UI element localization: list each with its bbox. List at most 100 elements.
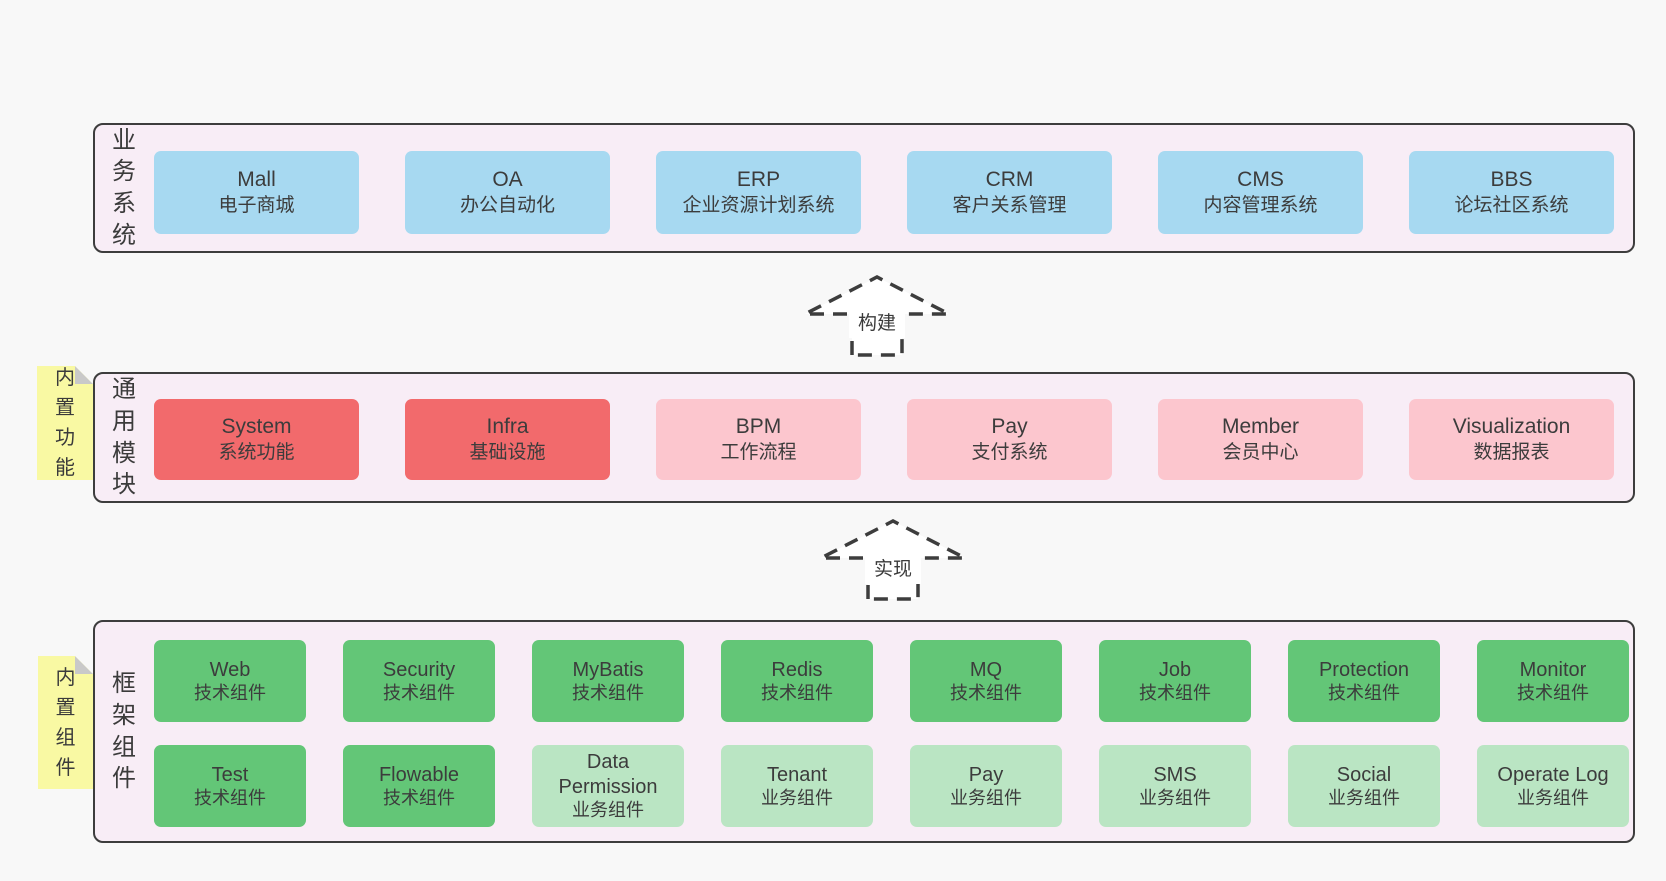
box-title: Pay [991,414,1028,438]
box-title: ERP [736,167,781,191]
business-systems-panel: 业务系统 Mall 电子商城 OA 办公自动化 ERP 企业资源计划系统 CRM… [93,123,1635,253]
box-title: Mall [237,167,276,191]
box-bpm: BPM 工作流程 [656,399,861,480]
box-subtitle: 业务组件 [1328,787,1400,808]
box-title: Social [1336,763,1392,786]
box-subtitle: 技术组件 [383,682,455,703]
business-systems-row: Mall 电子商城 OA 办公自动化 ERP 企业资源计划系统 CRM 客户关系… [154,151,1614,234]
box-title: Job [1158,658,1192,681]
box-mall: Mall 电子商城 [154,151,359,234]
box-title: BBS [1490,167,1533,191]
box-title: Protection [1318,658,1410,681]
box-operate-log: Operate Log 业务组件 [1477,745,1629,827]
common-modules-row: System 系统功能 Infra 基础设施 BPM 工作流程 Pay 支付系统… [154,399,1614,480]
box-subtitle: 论坛社区系统 [1454,194,1569,216]
box-monitor: Monitor 技术组件 [1477,640,1629,722]
box-title: Security [382,658,456,681]
box-title: Web [209,658,251,681]
common-modules-panel: 通用模块 System 系统功能 Infra 基础设施 BPM 工作流程 Pay… [93,372,1635,503]
box-title: OA [492,167,523,191]
box-subtitle: 技术组件 [572,682,644,703]
box-title: Infra [486,414,529,438]
box-title: Test [211,763,249,786]
business-systems-label: 业务系统 [112,126,136,249]
box-subtitle: 技术组件 [761,682,833,703]
box-visualization: Visualization 数据报表 [1409,399,1614,480]
box-test: Test 技术组件 [154,745,306,827]
box-web: Web 技术组件 [154,640,306,722]
box-pay-component: Pay 业务组件 [910,745,1062,827]
box-subtitle: 客户关系管理 [952,194,1067,216]
box-security: Security 技术组件 [343,640,495,722]
box-protection: Protection 技术组件 [1288,640,1440,722]
box-infra: Infra 基础设施 [405,399,610,480]
box-social: Social 业务组件 [1288,745,1440,827]
box-mybatis: MyBatis 技术组件 [532,640,684,722]
built-in-functions-sticky: 内置功能 [37,366,93,480]
box-title: SMS [1153,763,1197,786]
folded-corner-icon [75,366,93,384]
box-flowable: Flowable 技术组件 [343,745,495,827]
arrow-label-bg [849,306,905,338]
tech-components-row: Web 技术组件 Security 技术组件 MyBatis 技术组件 Redi… [154,640,1629,722]
box-tenant: Tenant 业务组件 [721,745,873,827]
box-title: CMS [1237,167,1284,191]
box-redis: Redis 技术组件 [721,640,873,722]
box-title: BPM [735,414,782,438]
implement-arrow-icon: 实现 [820,519,966,601]
box-subtitle: 会员中心 [1222,441,1299,463]
build-arrow-label: 构建 [858,312,896,334]
box-subtitle: 工作流程 [720,441,797,463]
box-title: CRM [985,167,1034,191]
box-crm: CRM 客户关系管理 [907,151,1112,234]
common-modules-label: 通用模块 [112,376,136,499]
build-arrow-icon: 构建 [804,275,950,357]
box-subtitle: 企业资源计划系统 [682,194,835,216]
box-system: System 系统功能 [154,399,359,480]
box-title: Monitor [1519,658,1587,681]
box-sms: SMS 业务组件 [1099,745,1251,827]
box-title: MQ [969,658,1003,681]
arrow-label-bg [865,552,921,584]
box-subtitle: 数据报表 [1473,441,1550,463]
box-subtitle: 电子商城 [218,194,295,216]
box-subtitle: 业务组件 [1517,787,1589,808]
box-subtitle: 技术组件 [1517,682,1589,703]
box-title: Data Permission [558,751,658,798]
framework-components-label: 框架组件 [112,670,136,793]
box-erp: ERP 企业资源计划系统 [656,151,861,234]
biz-components-row: Test 技术组件 Flowable 技术组件 Data Permission … [154,745,1629,827]
box-subtitle: 内容管理系统 [1203,194,1318,216]
box-subtitle: 业务组件 [761,787,833,808]
box-subtitle: 技术组件 [194,682,266,703]
box-member: Member 会员中心 [1158,399,1363,480]
box-title: MyBatis [572,658,644,681]
box-subtitle: 支付系统 [971,441,1048,463]
box-subtitle: 系统功能 [218,441,295,463]
box-pay-system: Pay 支付系统 [907,399,1112,480]
framework-components-panel: 框架组件 Web 技术组件 Security 技术组件 MyBatis 技术组件… [93,620,1635,843]
box-title: Flowable [378,763,460,786]
sticky-text: 内置组件 [55,666,76,779]
box-title: Redis [771,658,823,681]
box-subtitle: 基础设施 [469,441,546,463]
box-title: System [221,414,292,438]
box-title: Operate Log [1497,763,1609,786]
box-title: Visualization [1452,414,1571,438]
box-title: Tenant [766,763,828,786]
box-subtitle: 业务组件 [950,787,1022,808]
box-job: Job 技术组件 [1099,640,1251,722]
box-subtitle: 技术组件 [1139,682,1211,703]
box-cms: CMS 内容管理系统 [1158,151,1363,234]
built-in-components-sticky: 内置组件 [38,656,93,789]
box-subtitle: 办公自动化 [459,194,555,216]
folded-corner-icon [75,656,93,674]
framework-components-rows: Web 技术组件 Security 技术组件 MyBatis 技术组件 Redi… [154,640,1629,827]
box-bbs: BBS 论坛社区系统 [1409,151,1614,234]
box-subtitle: 业务组件 [1139,787,1211,808]
box-data-permission: Data Permission 业务组件 [532,745,684,827]
box-oa: OA 办公自动化 [405,151,610,234]
box-mq: MQ 技术组件 [910,640,1062,722]
box-title: Member [1221,414,1300,438]
